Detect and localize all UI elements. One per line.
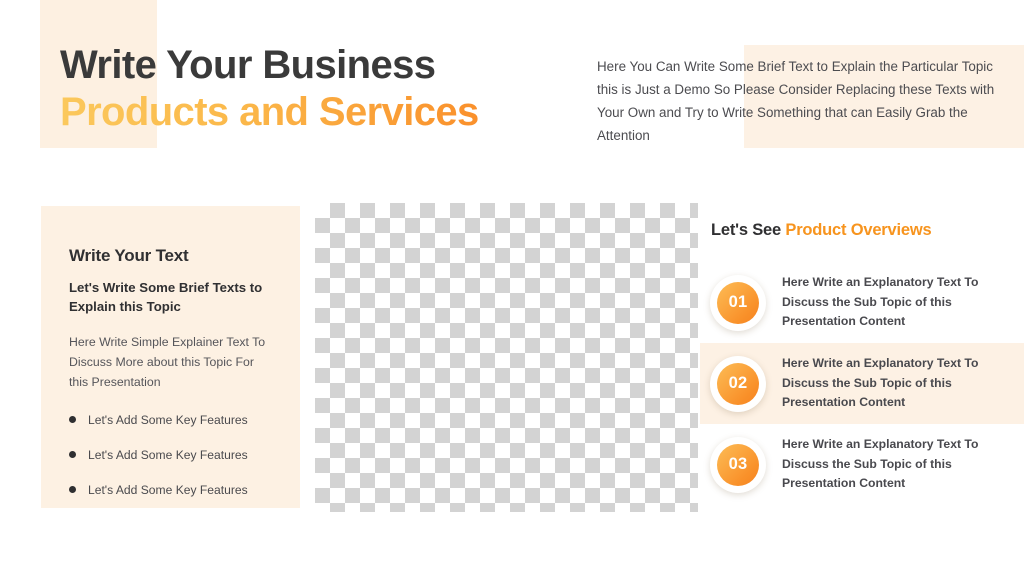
overview-row-02[interactable]: 02 Here Write an Explanatory Text To Dis… — [700, 343, 1024, 424]
cream-accent-block-right — [744, 45, 1024, 148]
header-paragraph: Here You Can Write Some Brief Text to Ex… — [597, 59, 995, 144]
left-card-feature-list: Let's Add Some Key Features Let's Add So… — [69, 413, 272, 497]
list-item-label: Let's Add Some Key Features — [88, 412, 248, 427]
left-card-body: Here Write Simple Explainer Text To Disc… — [69, 334, 266, 389]
right-section-heading-prefix: Let's See — [711, 221, 786, 239]
overview-text-01: Here Write an Explanatory Text To Discus… — [782, 274, 979, 329]
overview-row-01[interactable]: 01 Here Write an Explanatory Text To Dis… — [700, 262, 1024, 343]
list-item: Let's Add Some Key Features — [69, 413, 272, 427]
bullet-dot-icon — [69, 451, 76, 459]
badge-number: 03 — [717, 443, 759, 486]
list-item: Let's Add Some Key Features — [69, 483, 272, 497]
list-item-label: Let's Add Some Key Features — [88, 447, 248, 462]
cream-accent-block-left — [40, 0, 157, 148]
badge-number: 02 — [717, 362, 759, 405]
badge-number: 01 — [717, 281, 759, 324]
overview-badge-03: 03 — [710, 436, 766, 493]
page-title-line-2: Products and Services — [60, 89, 600, 136]
left-card-title: Write Your Text — [69, 246, 189, 265]
overview-text-03: Here Write an Explanatory Text To Discus… — [782, 436, 979, 491]
left-card-subtitle: Let's Write Some Brief Texts to Explain … — [69, 280, 263, 315]
page-title: Write Your Business Products and Service… — [60, 42, 600, 136]
right-section-heading-accent: Product Overviews — [785, 221, 932, 239]
list-item: Let's Add Some Key Features — [69, 448, 272, 462]
image-placeholder[interactable] — [315, 203, 698, 512]
bullet-dot-icon — [69, 486, 76, 494]
right-section-heading: Let's See Product Overviews — [711, 221, 932, 240]
overview-badge-01: 01 — [710, 274, 766, 331]
overview-text-02: Here Write an Explanatory Text To Discus… — [782, 355, 979, 410]
page-title-line-1: Write Your Business — [60, 43, 436, 87]
overview-badge-02: 02 — [710, 355, 766, 412]
bullet-dot-icon — [69, 416, 76, 424]
overview-row-03[interactable]: 03 Here Write an Explanatory Text To Dis… — [700, 424, 1024, 505]
left-text-card: Write Your Text Let's Write Some Brief T… — [41, 206, 300, 508]
product-overview-list: 01 Here Write an Explanatory Text To Dis… — [700, 262, 1024, 505]
list-item-label: Let's Add Some Key Features — [88, 482, 248, 497]
